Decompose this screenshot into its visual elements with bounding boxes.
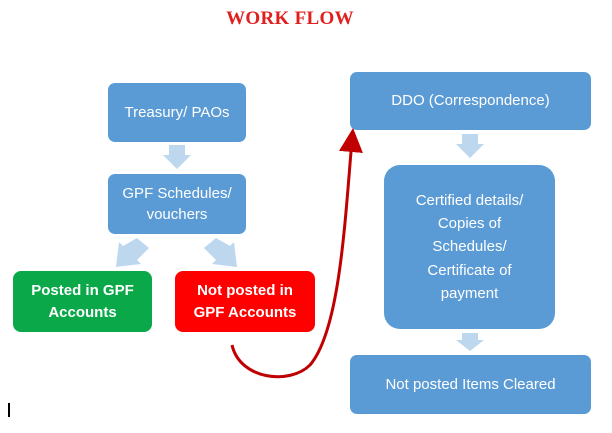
arrow-certified-to-cleared	[456, 333, 484, 351]
node-certified: Certified details/ Copies of Schedules/ …	[384, 165, 555, 329]
node-treasury: Treasury/ PAOs	[108, 83, 246, 142]
arrow-gpf-to-posted	[116, 238, 149, 267]
node-not-posted-label: Not posted in GPF Accounts	[193, 282, 297, 321]
node-gpf-schedules: GPF Schedules/ vouchers	[108, 174, 246, 234]
node-ddo-label: DDO (Correspondence)	[391, 92, 550, 110]
node-treasury-label: Treasury/ PAOs	[124, 103, 230, 121]
arrow-ddo-to-certified	[456, 134, 484, 158]
text-cursor	[8, 403, 10, 417]
diagram-title: WORK FLOW	[226, 8, 354, 29]
node-posted: Posted in GPF Accounts	[13, 271, 152, 332]
node-posted-label: Posted in GPF Accounts	[31, 282, 134, 321]
arrow-treasury-to-gpf	[163, 145, 191, 169]
arrow-gpf-to-not-posted	[204, 238, 237, 267]
node-gpf-schedules-label: GPF Schedules/ vouchers	[122, 184, 232, 223]
node-cleared: Not posted Items Cleared	[350, 355, 591, 414]
node-certified-label: Certified details/ Copies of Schedules/ …	[415, 191, 524, 302]
node-cleared-label: Not posted Items Cleared	[385, 375, 556, 393]
node-ddo: DDO (Correspondence)	[350, 72, 591, 130]
curved-arrow-not-posted-to-ddo	[230, 128, 363, 379]
node-not-posted: Not posted in GPF Accounts	[175, 271, 315, 332]
